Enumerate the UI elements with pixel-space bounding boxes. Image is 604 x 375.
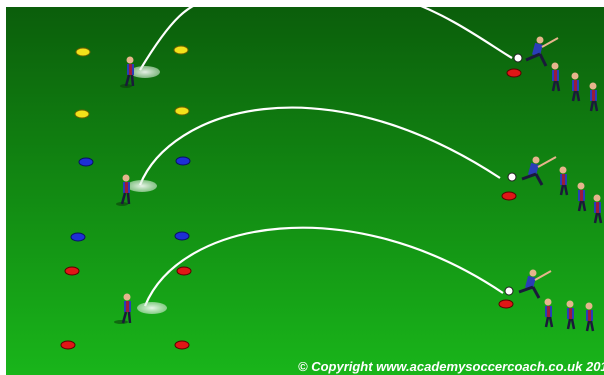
cone-blue [176,157,190,165]
cone-red-start-top [507,69,521,77]
copyright-notice: © Copyright www.academysoccercoach.co.uk… [298,359,604,375]
target-zone-middle [127,180,157,192]
cone-blue [71,233,85,241]
cone-red-start-bottom [499,300,513,308]
cone-red-start-middle [502,192,516,200]
soccer-ball-top [514,54,522,62]
pitch-background [6,7,604,375]
soccer-ball-middle [508,173,516,181]
target-zone-bottom [137,302,167,314]
cone-yellow [175,107,189,115]
cone-red [175,341,189,349]
cone-blue [175,232,189,240]
cone-red [177,267,191,275]
cone-blue [79,158,93,166]
cone-yellow [75,110,89,118]
cone-red [65,267,79,275]
cone-yellow [76,48,90,56]
cone-red [61,341,75,349]
target-zone-top [130,66,160,78]
soccer-ball-bottom [505,287,513,295]
cone-yellow [174,46,188,54]
